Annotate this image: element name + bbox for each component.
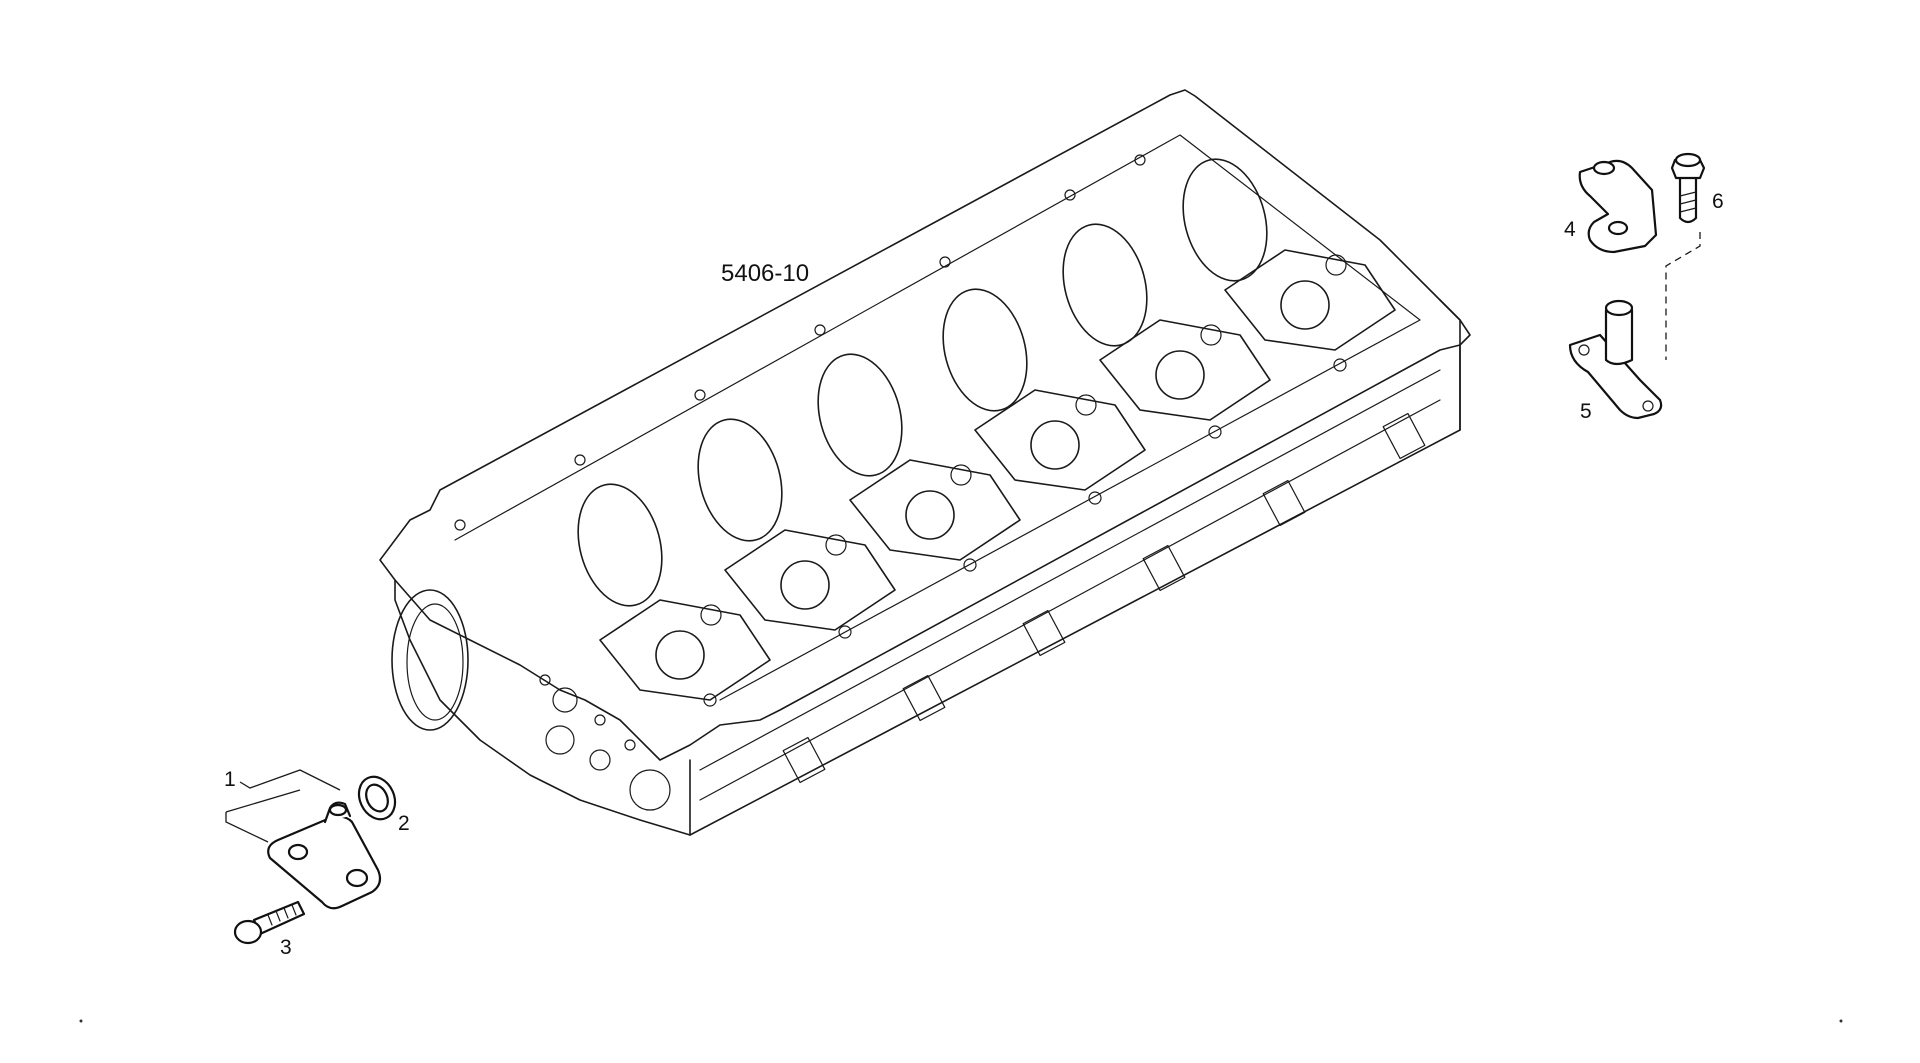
callout-1[interactable]: 1 bbox=[224, 768, 236, 791]
callout-5[interactable]: 5 bbox=[1580, 400, 1592, 423]
part-1-plate[interactable] bbox=[267, 801, 382, 910]
part-6-bolt[interactable] bbox=[1670, 152, 1706, 224]
part-2-seal-ring[interactable] bbox=[352, 771, 401, 825]
part-5-fitting[interactable] bbox=[1568, 299, 1663, 420]
leader-lines bbox=[225, 769, 341, 843]
cylinder-head bbox=[379, 89, 1471, 836]
corner-mark-right bbox=[1839, 1019, 1843, 1023]
corner-mark-left bbox=[79, 1019, 83, 1023]
injector-pads bbox=[599, 249, 1396, 701]
callout-4[interactable]: 4 bbox=[1564, 218, 1576, 241]
callout-6[interactable]: 6 bbox=[1712, 190, 1724, 213]
callout-2[interactable]: 2 bbox=[398, 812, 410, 835]
side-ports bbox=[782, 412, 1426, 784]
reference-label: 5406-10 bbox=[721, 260, 809, 287]
part-4-bracket[interactable] bbox=[1578, 159, 1658, 254]
callout-3[interactable]: 3 bbox=[280, 936, 292, 959]
cylinder-bores bbox=[577, 158, 1268, 607]
part-3-bolt[interactable] bbox=[233, 900, 306, 945]
end-face-holes bbox=[539, 674, 671, 811]
assembly-line bbox=[1665, 232, 1701, 360]
bolt-holes bbox=[454, 154, 1347, 707]
